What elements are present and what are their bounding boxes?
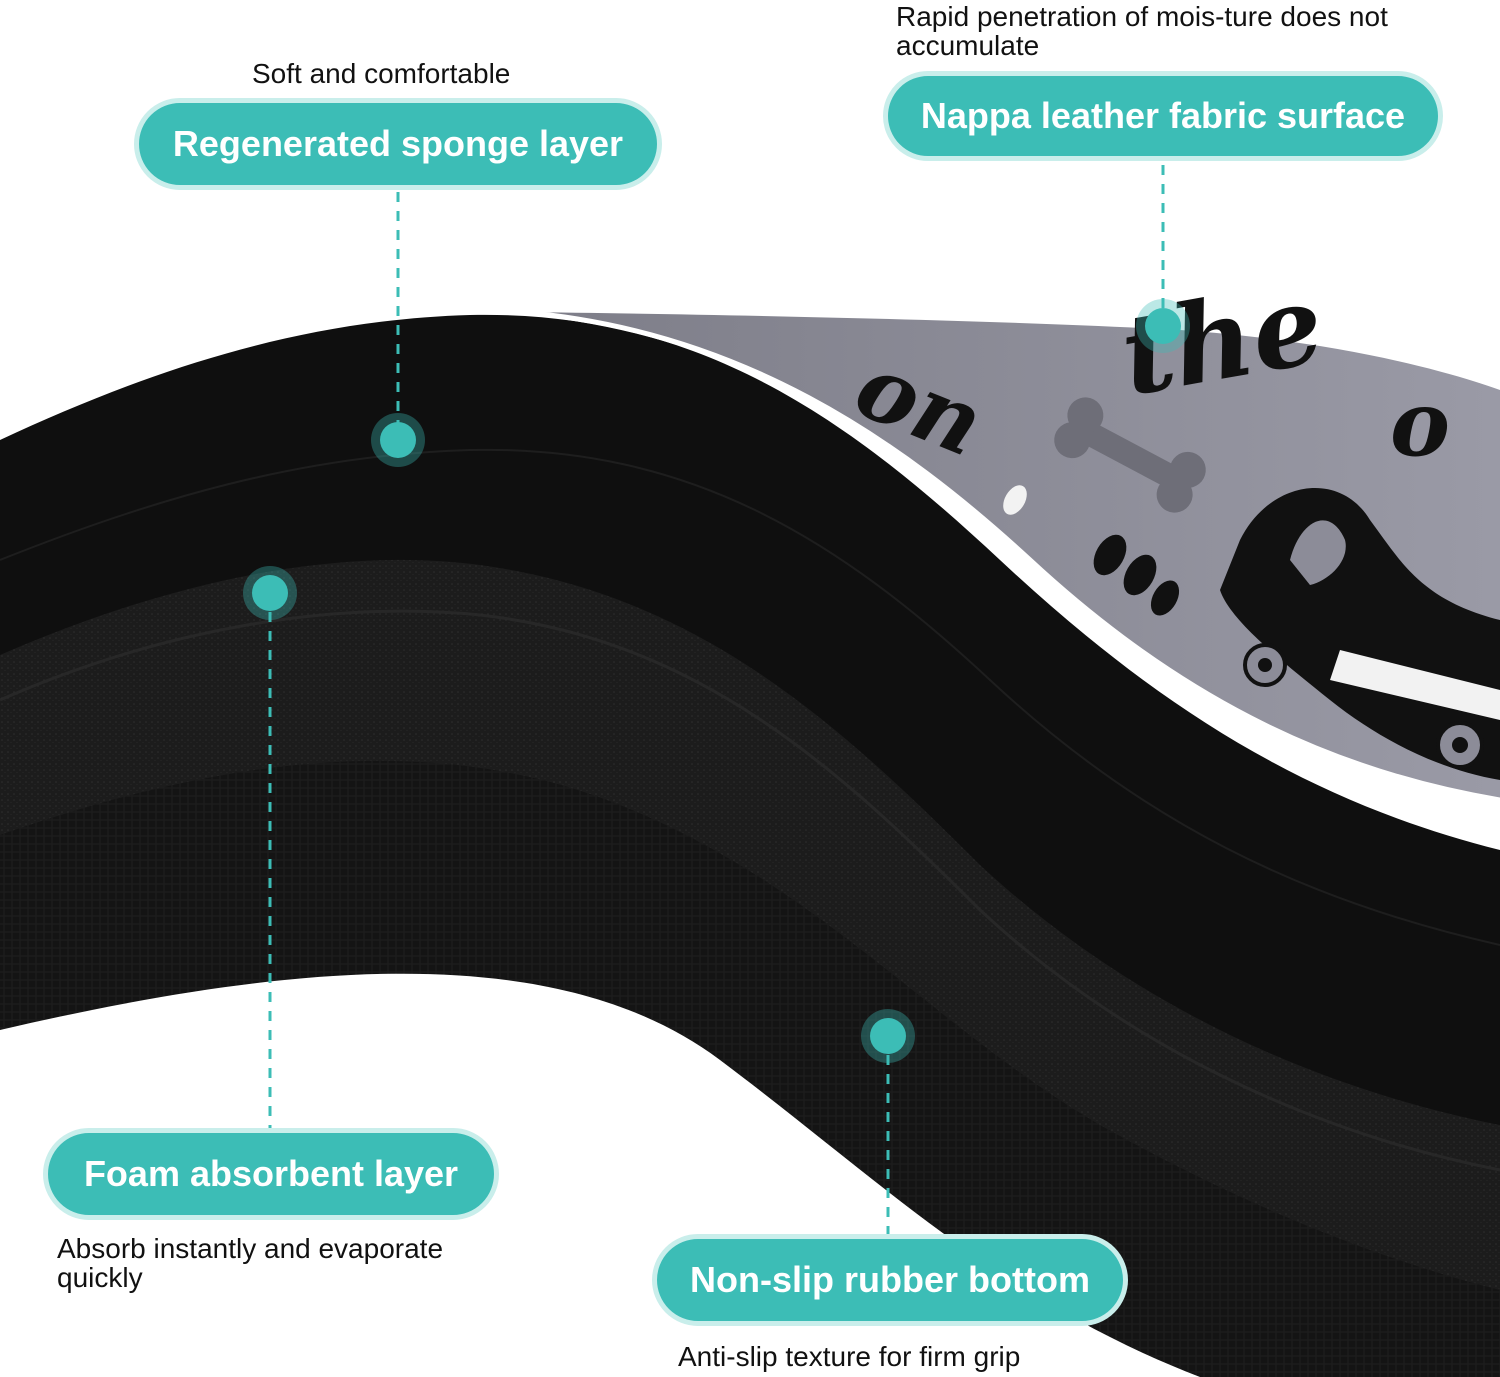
- leader-lines: [268, 165, 1165, 1238]
- anchor-dot-foam: [243, 566, 297, 620]
- sponge-label-pill: Regenerated sponge layer: [134, 98, 662, 190]
- nappa-white-edge: [519, 309, 1500, 803]
- paw-print: [1093, 534, 1180, 616]
- dog-print: [1220, 487, 1500, 780]
- anchor-dots: [243, 299, 1190, 1063]
- bone-print: [1054, 397, 1206, 513]
- anchor-dot-rubber: [861, 1009, 915, 1063]
- foam-absorbent-layer: [0, 554, 1500, 1290]
- nappa-label-pill: Nappa leather fabric surface: [883, 71, 1443, 161]
- sponge-caption: Soft and comfortable: [252, 58, 511, 89]
- rubber-caption: Anti-slip texture for firm grip: [678, 1341, 1021, 1372]
- paw-print-white: [1003, 485, 1027, 515]
- rubber-bottom-layer: [0, 755, 1500, 1377]
- anchor-dot-sponge: [371, 413, 425, 467]
- nappa-caption: Rapid penetration of mois-ture does not …: [896, 1, 1388, 61]
- sponge-layer: [0, 314, 1500, 1125]
- print-word-o: o: [1390, 371, 1450, 477]
- foam-caption: Absorb instantly and evaporate quickly: [57, 1233, 444, 1293]
- anchor-dot-nappa: [1136, 299, 1190, 353]
- sponge-shading-line: [0, 448, 1500, 946]
- foam-label-pill: Foam absorbent layer: [43, 1128, 499, 1220]
- foam-texture-line: [0, 609, 1500, 1172]
- rubber-label-pill: Non-slip rubber bottom: [652, 1234, 1128, 1326]
